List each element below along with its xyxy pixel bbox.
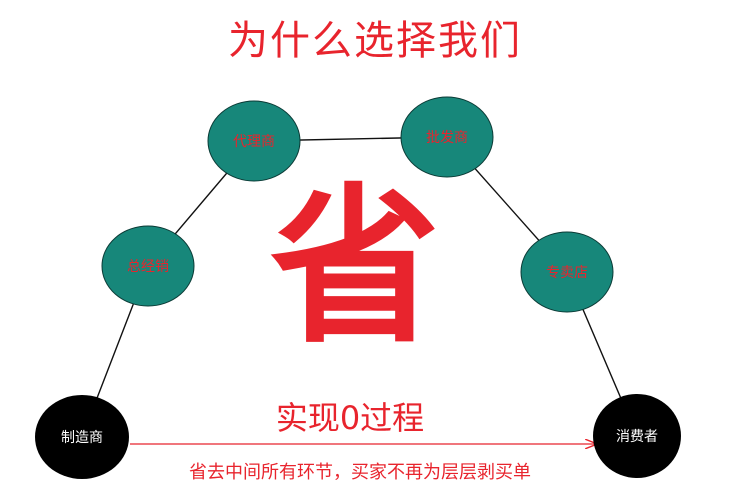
node-circle-consumer xyxy=(593,394,681,478)
node-label-manufacturer: 制造商 xyxy=(61,430,103,446)
node-manufacturer: 制造商 xyxy=(35,395,129,479)
node-wholesaler: 批发商 xyxy=(400,96,494,178)
node-circle-general-distributor xyxy=(101,225,195,307)
node-general-distributor: 总经销 xyxy=(101,225,195,307)
node-circle-store xyxy=(520,231,614,313)
node-label-consumer: 消费者 xyxy=(616,429,658,445)
node-label-wholesaler: 批发商 xyxy=(426,130,468,146)
node-circle-wholesaler xyxy=(400,96,494,178)
page-title: 为什么选择我们 xyxy=(228,18,522,64)
node-agent: 代理商 xyxy=(207,100,301,182)
direct-route-caption: 省去中间所有环节，买家不再为层层剥买单 xyxy=(189,462,531,483)
node-circle-agent xyxy=(207,100,301,182)
node-store: 专卖店 xyxy=(520,231,614,313)
zero-process-heading: 实现0过程 xyxy=(275,399,425,437)
node-label-agent: 代理商 xyxy=(233,134,275,150)
node-label-general-distributor: 总经销 xyxy=(127,259,169,275)
node-label-store: 专卖店 xyxy=(546,265,588,281)
node-consumer: 消费者 xyxy=(593,394,681,478)
save-character: 省 xyxy=(269,169,440,367)
node-circle-manufacturer xyxy=(35,395,129,479)
